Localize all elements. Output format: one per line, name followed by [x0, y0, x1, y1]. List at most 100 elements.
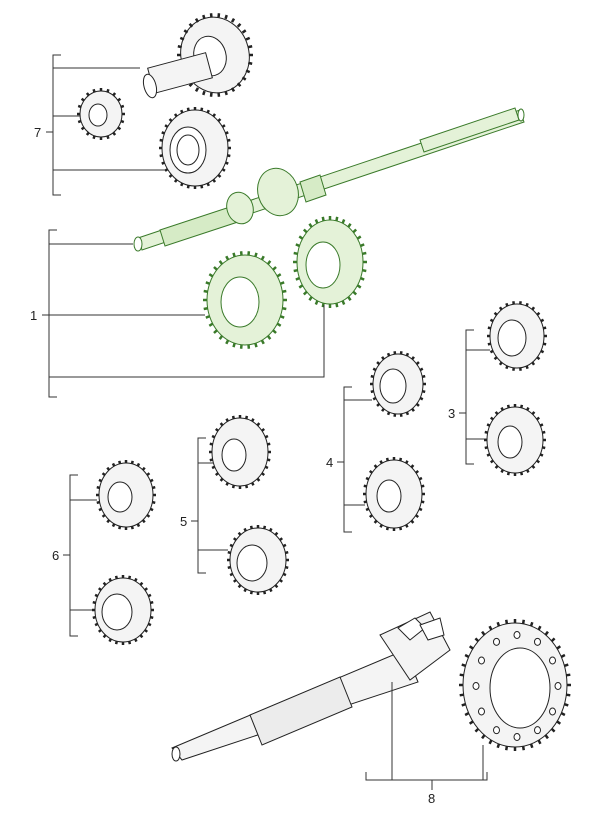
gear-tooth — [531, 306, 536, 311]
gear-tooth — [539, 423, 544, 427]
gear-tooth — [520, 404, 524, 409]
gear-tooth — [308, 296, 313, 301]
gear-tooth — [206, 182, 210, 187]
gear-tooth — [256, 477, 261, 482]
gear-tooth — [335, 302, 339, 308]
gear-tooth — [96, 485, 100, 490]
gear-tooth — [526, 469, 530, 473]
bolt-hole — [477, 656, 485, 665]
gear-tooth — [144, 628, 149, 633]
gear-tooth — [505, 746, 509, 751]
main-shaft[interactable] — [133, 107, 525, 252]
gear-tooth — [225, 255, 230, 261]
gear-5-upper[interactable] — [209, 415, 271, 489]
gear-tooth — [487, 326, 492, 330]
gear-tooth — [493, 311, 498, 316]
gear-3-lower[interactable] — [484, 404, 546, 476]
gear-tooth — [347, 296, 352, 301]
gear-tooth — [245, 36, 251, 41]
gear-tooth — [212, 113, 217, 118]
gear-tooth — [254, 342, 258, 348]
gear-tooth — [386, 411, 391, 416]
main-gear-b[interactable] — [293, 216, 367, 308]
gear-tooth — [531, 465, 536, 469]
gear-5-lower[interactable] — [227, 525, 289, 595]
small-gear-7[interactable] — [77, 88, 125, 140]
ring-gear[interactable] — [459, 619, 571, 751]
gear-tooth — [282, 307, 287, 311]
gear-tooth — [173, 113, 178, 118]
gear-tooth — [372, 367, 377, 372]
gear-tooth — [368, 469, 373, 474]
gear-tooth — [194, 87, 200, 92]
gear-tooth — [161, 131, 165, 135]
gear-tooth — [118, 460, 122, 465]
gear-tooth — [208, 273, 214, 278]
gear-tooth — [231, 415, 235, 420]
gear-tooth — [365, 507, 370, 512]
large-gear-7[interactable] — [159, 107, 231, 189]
gear-tooth — [415, 514, 420, 519]
gear-tooth — [243, 588, 247, 593]
gear-tooth — [314, 300, 319, 305]
gear-tooth — [421, 484, 425, 488]
gear-tooth — [536, 311, 541, 316]
bolt-hole — [534, 637, 541, 646]
gear-tooth — [274, 584, 279, 589]
gear-tooth — [251, 482, 255, 486]
gear-tooth — [506, 471, 510, 476]
gear-tooth — [130, 525, 134, 530]
gear-tooth — [180, 109, 184, 114]
gear-6-upper[interactable] — [96, 460, 156, 530]
gear-tooth — [321, 302, 325, 308]
callout-1: 1 — [30, 308, 37, 323]
gear-tooth — [249, 590, 253, 595]
gear-6-lower[interactable] — [92, 575, 154, 645]
gear-tooth — [564, 663, 569, 668]
gear-tooth — [202, 14, 206, 20]
gear-tooth — [415, 469, 420, 474]
gear-tooth — [405, 411, 410, 416]
gear-tooth — [217, 118, 222, 123]
pinion-shaft[interactable] — [171, 611, 451, 762]
gear-4-upper[interactable] — [370, 351, 426, 417]
gear-tooth — [249, 525, 253, 530]
main-gear-a[interactable] — [203, 251, 287, 349]
gear-tooth — [488, 625, 493, 631]
gear-tooth — [419, 367, 424, 372]
gear-4-lower[interactable] — [363, 457, 425, 531]
gear-tooth — [360, 276, 365, 281]
gear-tooth — [92, 135, 96, 140]
gear-tooth — [486, 423, 491, 427]
gear-tooth — [536, 356, 541, 361]
input-shaft-gear[interactable] — [141, 9, 258, 100]
gear-3-upper[interactable] — [487, 301, 547, 371]
gear-tooth — [410, 519, 415, 524]
gear-tooth — [399, 457, 403, 462]
gear-tooth — [459, 693, 464, 697]
gear-tooth — [232, 537, 237, 542]
gear-tooth — [295, 276, 300, 281]
gear-tooth — [108, 577, 112, 582]
gear-tooth — [464, 653, 470, 658]
gear-tooth — [230, 18, 236, 23]
gear-tooth — [282, 289, 287, 293]
gear-tooth — [206, 109, 210, 114]
group-5-bracket — [191, 437, 228, 574]
callout-3: 3 — [448, 406, 455, 421]
gear-tooth — [229, 543, 234, 548]
gear-tooth — [279, 315, 285, 319]
gear-tooth — [128, 575, 132, 580]
gear-tooth — [149, 478, 154, 483]
gear-tooth — [494, 411, 499, 415]
gear-tooth — [94, 593, 99, 598]
gear-tooth — [498, 306, 503, 311]
gear-tooth — [213, 329, 218, 334]
gear-tooth — [200, 107, 204, 111]
gear-tooth — [486, 453, 491, 457]
gear-tooth — [272, 266, 277, 271]
gear-tooth — [251, 418, 255, 422]
gear-tooth — [314, 219, 319, 224]
